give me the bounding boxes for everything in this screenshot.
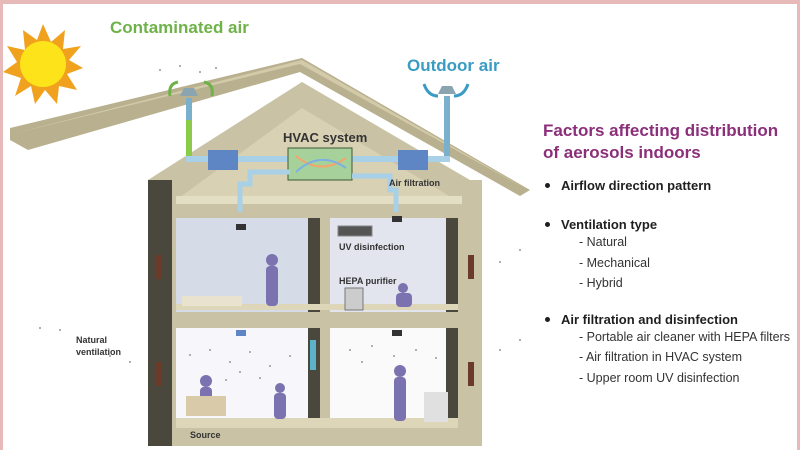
person-icon xyxy=(200,254,412,421)
source-label: Source xyxy=(190,430,221,440)
aerosol-particles xyxy=(39,65,521,381)
air-filtration-label: Air filtration xyxy=(389,178,440,188)
factor-ventilation: Ventilation type xyxy=(543,217,797,232)
contaminated-air-label: Contaminated air xyxy=(110,18,249,37)
uv-disinfection-label: UV disinfection xyxy=(339,242,405,252)
ventilation-mechanical: - Mechanical xyxy=(579,255,650,270)
house-illustration xyxy=(3,24,530,446)
sun-icon xyxy=(3,24,83,104)
factor-airflow: Airflow direction pattern xyxy=(543,178,797,193)
filtration-uv: - Upper room UV disinfection xyxy=(579,370,740,385)
outdoor-air-label: Outdoor air xyxy=(407,56,500,75)
natural-ventilation-label-2: ventilation xyxy=(76,347,122,357)
natural-ventilation-label-1: Natural xyxy=(76,335,108,345)
hvac-system-label: HVAC system xyxy=(283,130,368,145)
ventilation-hybrid: - Hybrid xyxy=(579,276,623,290)
factor-filtration: Air filtration and disinfection xyxy=(543,312,797,327)
ventilation-natural: - Natural xyxy=(579,235,627,249)
filtration-hvac: - Air filtration in HVAC system xyxy=(579,350,743,364)
diagram-frame: Contaminated air Outdoor air HVAC system… xyxy=(3,4,797,450)
filtration-hepa: - Portable air cleaner with HEPA filters xyxy=(579,329,790,344)
hepa-purifier-label: HEPA purifier xyxy=(339,276,397,286)
